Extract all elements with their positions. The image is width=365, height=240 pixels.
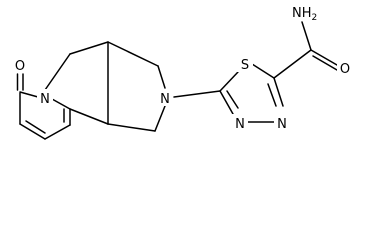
bond-ch-top-ch2 [107,41,159,67]
bond-s-c2 [251,63,275,79]
bond-c3-c4-inner [25,120,46,134]
bond-n4-c5-inner [226,90,239,109]
bond-c3-c4 [19,123,46,140]
bond-c2-n [19,91,39,98]
bond-c2-n3-inner [267,83,277,107]
atom-label-thiadiazole-n4: N [235,117,245,132]
bond-n4-c5 [219,90,234,115]
bond-ch2-n-amine-bottom [154,105,166,132]
atom-label-amide-oxygen: O [340,62,350,77]
bond-ch2-n-amine [157,65,166,89]
atom-label-amine-nitrogen: N [160,92,170,107]
bond-c5-s [219,71,239,92]
bond-c2-n3 [273,77,284,107]
amide-h2-subscript: 2 [312,13,318,23]
chemical-structure-diagram: O N N S N N NH2 O [14,6,351,140]
bond-c2-carbonyl [273,49,312,79]
atom-label-thiadiazole-n3: N [277,117,287,132]
bond-carbonyl-nh2 [301,21,312,51]
atom-label-thiadiazole-sulfur: S [241,58,249,73]
bond-carbonyl-o-double [312,55,338,71]
atom-label-carbonyl-oxygen: O [15,59,25,74]
bond-n-c5 [173,90,221,98]
bond-c6-n [51,98,71,110]
bond-ch-bottom-ch2 [107,123,156,132]
bond-ch2-ch [69,41,109,55]
bond-carbonyl-o [310,49,338,66]
bond-c6-ch-bottom [69,108,109,125]
atom-label-amide-nitrogen: NH2 [292,6,317,23]
bond-c4-c5 [44,124,71,140]
atom-label-lactam-nitrogen: N [40,92,50,107]
amide-nh-text: NH [292,6,312,21]
bond-n-ch2 [44,53,71,91]
